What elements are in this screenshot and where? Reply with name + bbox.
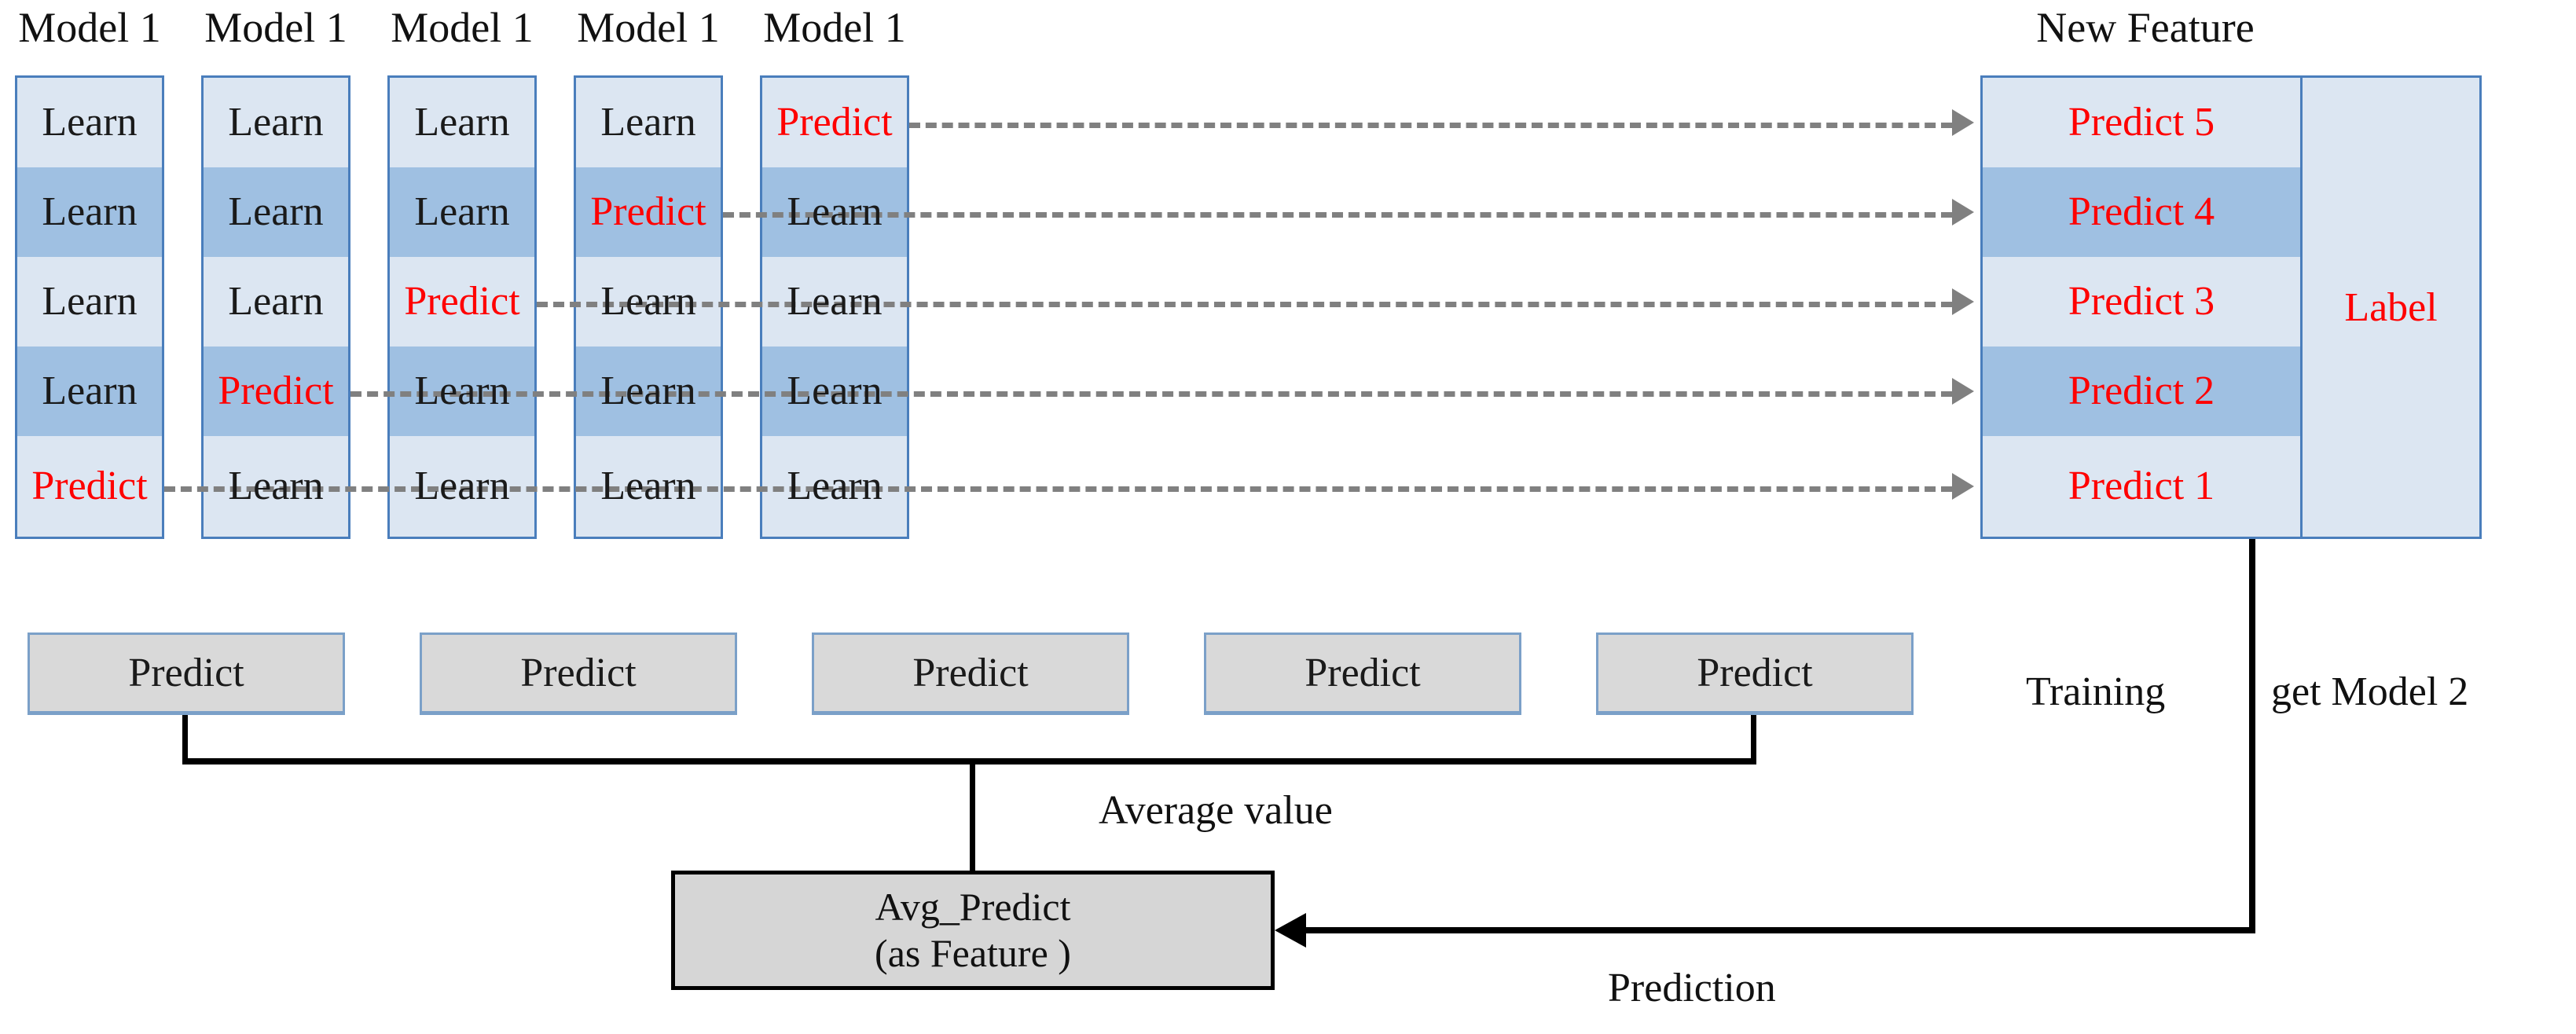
dashed-arrowhead-row2: [1952, 199, 1974, 226]
cell-fold1-row5: Predict: [17, 436, 162, 537]
average-horizontal-bar: [182, 758, 1756, 764]
cell-fold2-row4: Predict: [204, 346, 348, 436]
cell-fold1-row4: Learn: [17, 346, 162, 436]
cell-fold2-row2: Learn: [204, 167, 348, 257]
cell-newfeature-row2: Predict 4: [1983, 167, 2300, 257]
column-title-model-1-fold-5: Model 1: [763, 4, 906, 51]
dashed-connector-row2: [723, 212, 1952, 218]
cell-fold3-row2: Learn: [390, 167, 534, 257]
predict-box-4[interactable]: Predict: [1204, 632, 1521, 715]
dashed-connector-row1: [909, 123, 1952, 128]
predict-box-2[interactable]: Predict: [420, 632, 737, 715]
cell-fold4-row3: Learn: [576, 257, 721, 346]
fold-column-2: [201, 75, 350, 539]
column-title-model-1-fold-4: Model 1: [577, 4, 720, 51]
cell-fold2-row3: Learn: [204, 257, 348, 346]
cell-fold1-row1: Learn: [17, 78, 162, 167]
avg-predict-line-1: Avg_Predict: [875, 885, 1071, 929]
avg-predict-box[interactable]: Avg_Predict (as Feature ): [671, 871, 1275, 990]
average-drop-right: [1751, 715, 1756, 764]
fold-column-1: [15, 75, 164, 539]
avg-predict-line-2: (as Feature ): [875, 931, 1071, 975]
label-column: Label: [2300, 75, 2482, 539]
fold-column-4: [574, 75, 723, 539]
cell-fold4-row2: Predict: [576, 167, 721, 257]
cell-fold4-row4: Learn: [576, 346, 721, 436]
cell-fold1-row3: Learn: [17, 257, 162, 346]
annotation-training: Training: [2026, 669, 2166, 714]
dashed-arrowhead-row1: [1952, 109, 1974, 136]
cell-fold3-row3: Predict: [390, 257, 534, 346]
average-drop-left: [182, 715, 188, 764]
cell-fold3-row5: Learn: [390, 436, 534, 537]
annotation-get-model-2: get Model 2: [2271, 669, 2469, 714]
label-column-text: Label: [2344, 284, 2438, 330]
cell-fold3-row1: Learn: [390, 78, 534, 167]
dashed-arrowhead-row3: [1952, 288, 1974, 315]
dashed-connector-row4: [350, 391, 1952, 397]
cell-fold2-row1: Learn: [204, 78, 348, 167]
dashed-connector-row3: [537, 302, 1952, 307]
predict-box-3[interactable]: Predict: [812, 632, 1129, 715]
column-title-new-feature: New Feature: [2036, 4, 2255, 51]
predict-box-1[interactable]: Predict: [28, 632, 345, 715]
annotation-average-value: Average value: [1099, 788, 1333, 833]
average-drop-center: [970, 758, 975, 874]
annotation-prediction: Prediction: [1608, 966, 1776, 1010]
cell-fold5-row1: Predict: [762, 78, 907, 167]
cell-newfeature-row1: Predict 5: [1983, 78, 2300, 167]
fold-column-3: [387, 75, 537, 539]
training-vertical-line: [2249, 539, 2255, 930]
dashed-arrowhead-row4: [1952, 378, 1974, 405]
fold-column-5: [760, 75, 909, 539]
cell-newfeature-row3: Predict 3: [1983, 257, 2300, 346]
predict-box-5[interactable]: Predict: [1596, 632, 1914, 715]
cell-fold1-row2: Learn: [17, 167, 162, 257]
column-title-model-1-fold-3: Model 1: [391, 4, 534, 51]
prediction-arrowhead: [1275, 913, 1306, 948]
cell-newfeature-row4: Predict 2: [1983, 346, 2300, 436]
cell-newfeature-row5: Predict 1: [1983, 436, 2300, 537]
column-title-model-1-fold-1: Model 1: [18, 4, 161, 51]
cell-fold4-row1: Learn: [576, 78, 721, 167]
dashed-connector-row5: [164, 486, 1952, 492]
column-title-model-1-fold-2: Model 1: [204, 4, 347, 51]
prediction-horizontal-line: [1305, 927, 2255, 933]
dashed-arrowhead-row5: [1952, 473, 1974, 500]
